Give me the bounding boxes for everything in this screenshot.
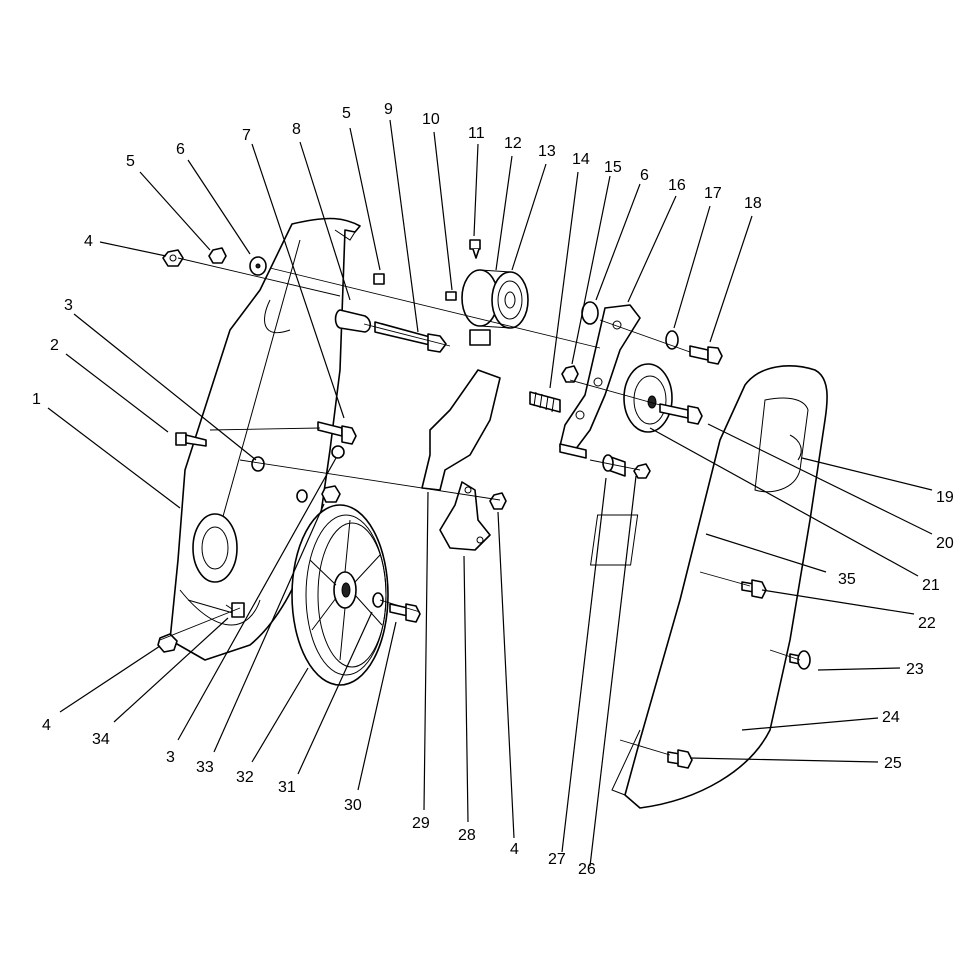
shoulder-bolt-part	[559, 443, 587, 459]
washer-part	[331, 445, 345, 459]
callout-34: 34	[92, 731, 110, 748]
callout-35: 35	[838, 571, 856, 588]
callout-18: 18	[744, 195, 762, 212]
washer-part	[296, 489, 308, 503]
hex-nut-part	[489, 492, 507, 510]
pivot-bolt-part	[374, 321, 447, 353]
screw-part	[667, 749, 693, 769]
callout-4: 4	[84, 233, 93, 250]
callout-14: 14	[572, 151, 590, 168]
idler-pulley-part	[623, 363, 673, 433]
bolt-part	[389, 603, 421, 623]
frame-plate-part	[169, 217, 361, 661]
callout-15: 15	[604, 159, 622, 176]
set-screw-part	[373, 273, 385, 285]
callout-6: 6	[640, 167, 649, 184]
bolt-part	[659, 403, 703, 425]
screw-part	[469, 239, 481, 259]
callout-6: 6	[176, 141, 185, 158]
bolt-part	[317, 421, 357, 445]
callout-26: 26	[578, 861, 596, 878]
callout-10: 10	[422, 111, 440, 128]
callout-19: 19	[936, 489, 954, 506]
washer-part	[251, 456, 265, 472]
callout-3: 3	[64, 297, 73, 314]
washer-part	[372, 592, 384, 608]
assembly-axis-lines	[159, 257, 801, 756]
callout-labels: 1 2 3 3 4 4 4 5 5 6 6 7 8 9 10 11 12 13 …	[32, 101, 954, 878]
bolt-part	[175, 432, 207, 447]
bolt-part	[689, 345, 723, 365]
spacer-part	[602, 454, 626, 477]
engine-pulley-part	[479, 269, 529, 329]
callout-17: 17	[704, 185, 722, 202]
screw-part	[741, 579, 767, 599]
callout-30: 30	[344, 797, 362, 814]
callout-5: 5	[126, 153, 135, 170]
bolt-part	[225, 602, 245, 618]
idler-bracket-part	[559, 304, 641, 451]
callout-21: 21	[922, 577, 940, 594]
callout-1: 1	[32, 391, 41, 408]
callout-27: 27	[548, 851, 566, 868]
callout-2: 2	[50, 337, 59, 354]
screw-part	[789, 650, 811, 670]
spacer-part	[334, 309, 372, 333]
auger-pulley-part	[291, 504, 389, 686]
bracket-part	[439, 481, 491, 551]
callout-33: 33	[196, 759, 214, 776]
callout-28: 28	[458, 827, 476, 844]
callout-4: 4	[510, 841, 519, 858]
callout-8: 8	[292, 121, 301, 138]
spring-part	[529, 391, 561, 413]
belt-cover-part	[590, 365, 828, 809]
callout-24: 24	[882, 709, 900, 726]
leader-lines	[47, 119, 933, 867]
callout-5: 5	[342, 105, 351, 122]
callout-3: 3	[166, 749, 175, 766]
callout-7: 7	[242, 127, 251, 144]
washer-part	[249, 256, 267, 276]
hex-nut-part	[561, 365, 579, 383]
callout-22: 22	[918, 615, 936, 632]
washer-part	[665, 330, 679, 350]
callout-25: 25	[884, 755, 902, 772]
callout-20: 20	[936, 535, 954, 552]
callout-13: 13	[538, 143, 556, 160]
callout-9: 9	[384, 101, 393, 118]
hex-nut-part	[162, 249, 184, 267]
callout-32: 32	[236, 769, 254, 786]
callout-4: 4	[42, 717, 51, 734]
callout-29: 29	[412, 815, 430, 832]
hex-nut-part	[633, 463, 651, 479]
bolt-part	[321, 485, 341, 503]
key-part	[445, 291, 457, 301]
callout-23: 23	[906, 661, 924, 678]
lock-nut-part	[208, 247, 227, 264]
callout-31: 31	[278, 779, 296, 796]
belt-guide-part	[421, 369, 501, 491]
callout-11: 11	[468, 125, 485, 142]
callout-16: 16	[668, 177, 686, 194]
callout-12: 12	[504, 135, 522, 152]
